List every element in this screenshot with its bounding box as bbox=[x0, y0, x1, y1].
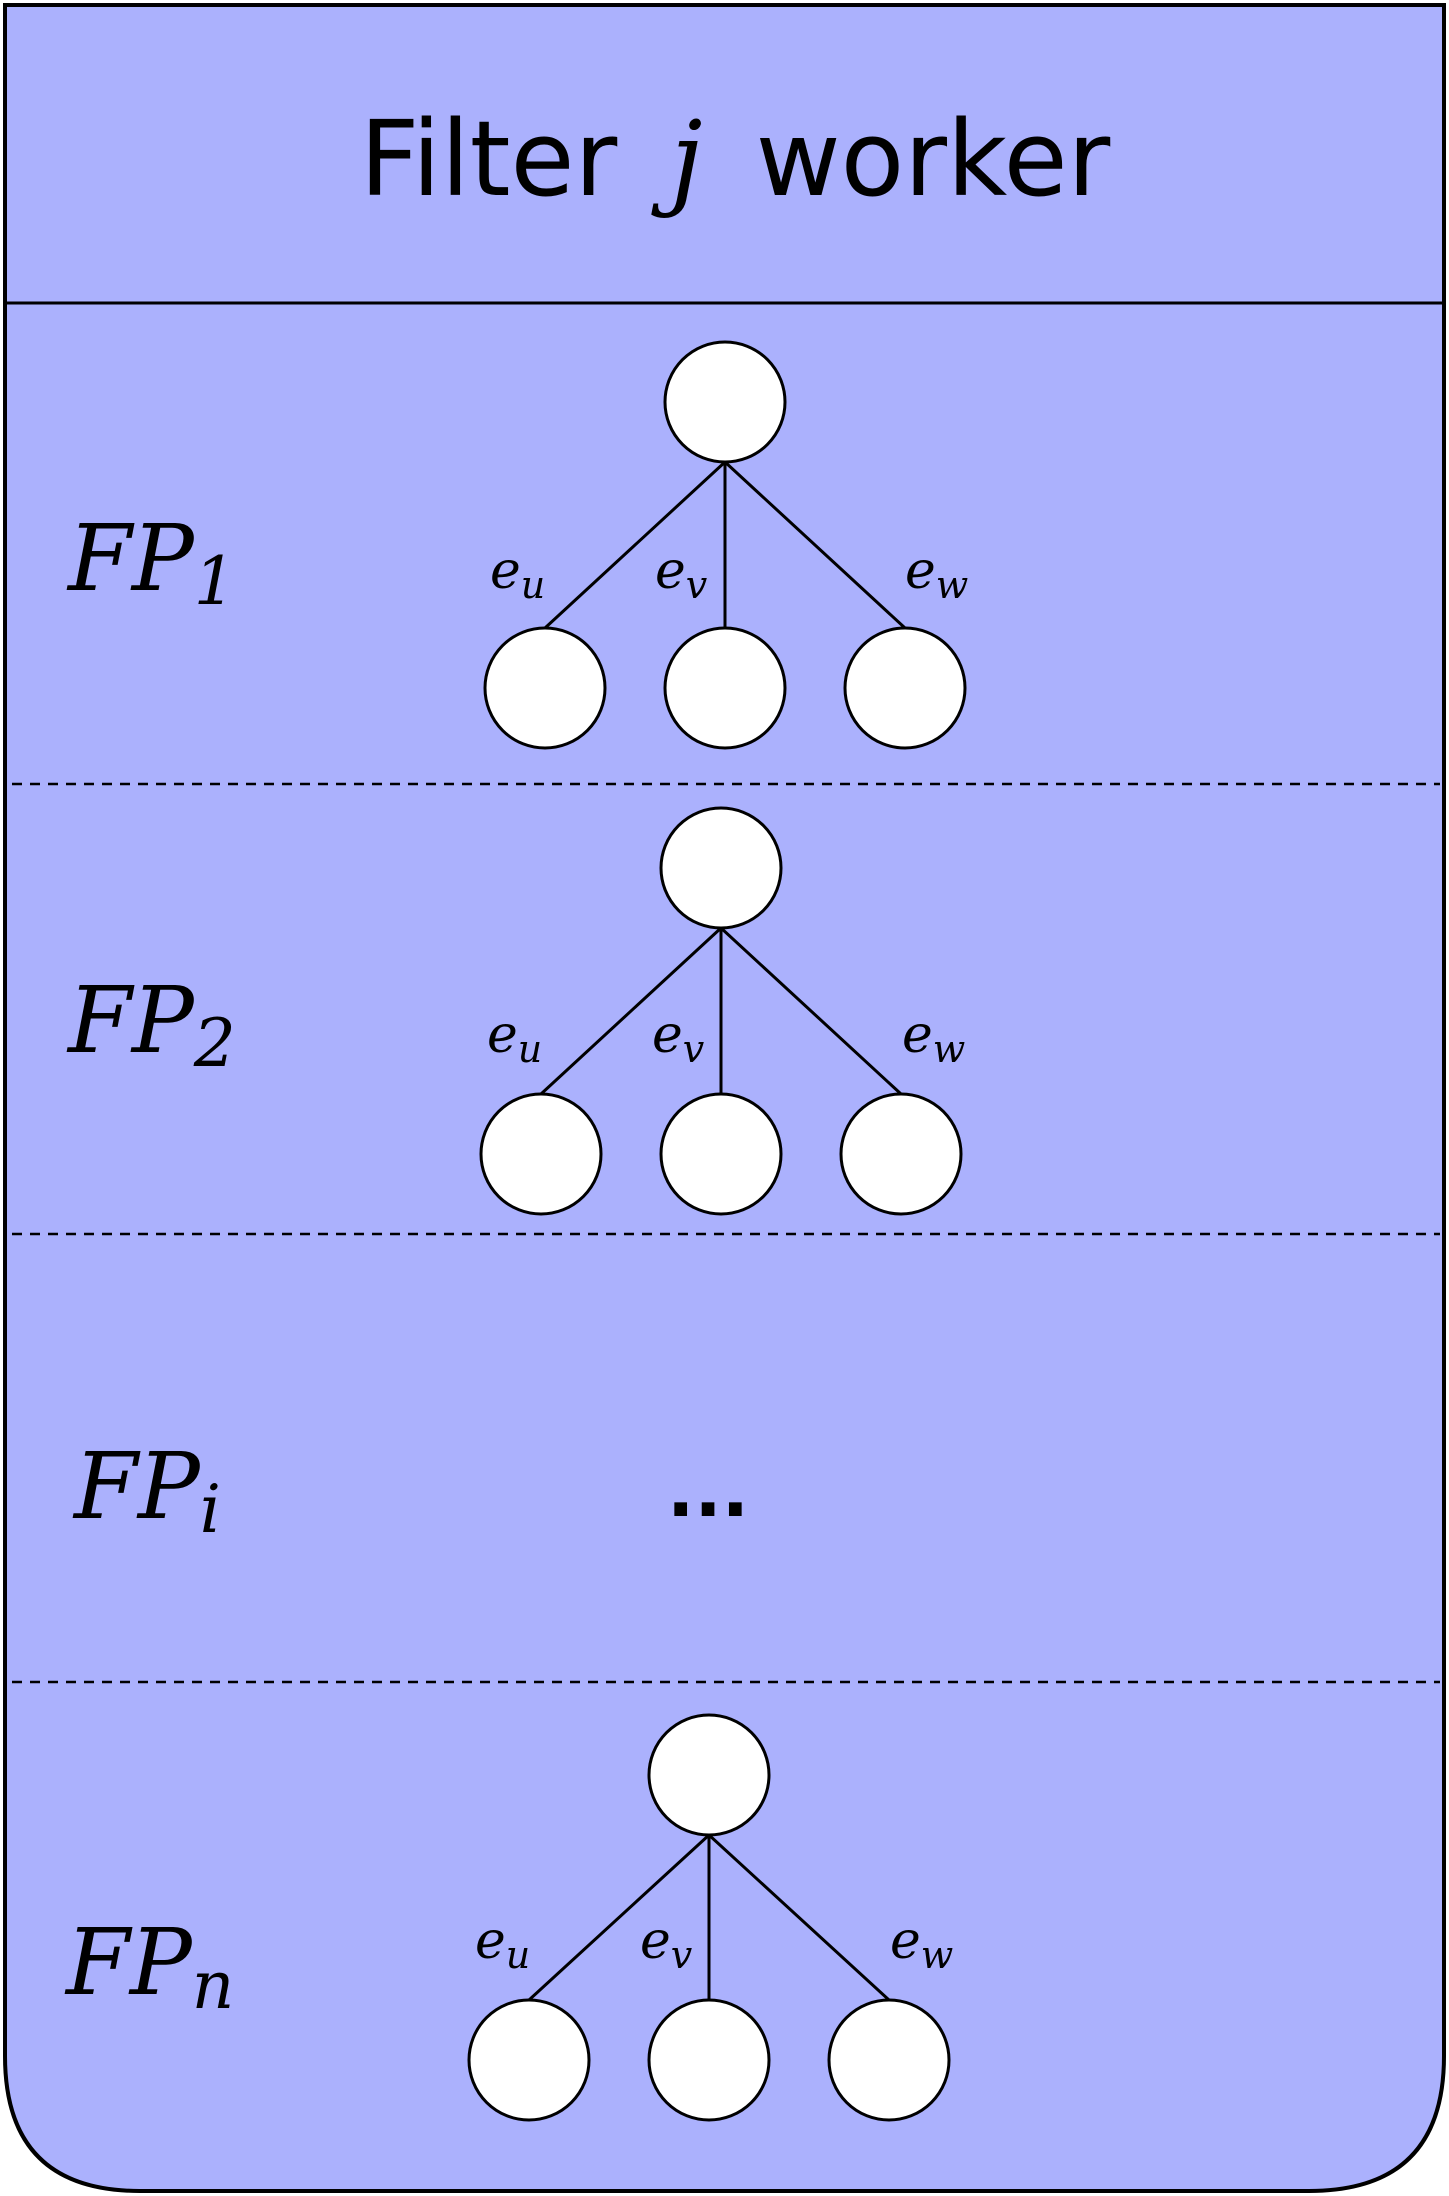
tree-edge bbox=[543, 460, 727, 630]
edge-label: ew bbox=[902, 1005, 965, 1071]
edge-label-main: e bbox=[487, 1005, 518, 1065]
section-label-main: FP bbox=[72, 1433, 202, 1540]
edge-label-main: e bbox=[475, 1911, 506, 1971]
tree-edge bbox=[723, 460, 907, 630]
edge-label-subscript: v bbox=[683, 1027, 705, 1071]
tree-root-node bbox=[647, 1713, 771, 1837]
tree-child-node bbox=[827, 1998, 951, 2122]
section-label: FPn bbox=[64, 1909, 234, 2024]
edge-label: ew bbox=[905, 541, 968, 607]
section-fp-n: FPn eu ev ew bbox=[64, 1713, 953, 2122]
section-label-main: FP bbox=[66, 505, 196, 612]
edge-label: ew bbox=[890, 1911, 953, 1977]
edge-label-subscript: w bbox=[921, 1933, 954, 1977]
section-label: FPi bbox=[72, 1433, 221, 1548]
edge-label-subscript: w bbox=[936, 563, 969, 607]
tree: eu ev ew bbox=[483, 340, 968, 750]
edge-label-main: e bbox=[655, 541, 686, 601]
section-label: FP2 bbox=[66, 967, 236, 1082]
header-title-prefix: Filter bbox=[360, 98, 618, 220]
section-fp-1: FP1 eu ev ew bbox=[66, 340, 968, 750]
edge-label: ev bbox=[640, 1911, 693, 1977]
tree-child-node bbox=[843, 626, 967, 750]
tree-edge bbox=[527, 1833, 711, 2002]
edge-label: eu bbox=[490, 541, 545, 607]
section-label-subscript: 1 bbox=[194, 543, 236, 620]
tree-child-node bbox=[839, 1092, 963, 1216]
tree-child-node bbox=[647, 1998, 771, 2122]
edge-label-main: e bbox=[652, 1005, 683, 1065]
edge-label-subscript: v bbox=[686, 563, 708, 607]
ellipsis-placeholder: ... bbox=[667, 1449, 749, 1533]
edge-label-subscript: v bbox=[671, 1933, 693, 1977]
edge-label: ev bbox=[652, 1005, 705, 1071]
section-label: FP1 bbox=[66, 505, 236, 620]
edge-label: ev bbox=[655, 541, 708, 607]
header: Filter j worker bbox=[5, 98, 1444, 305]
header-title-suffix: worker bbox=[756, 98, 1111, 220]
section-label-subscript: i bbox=[200, 1471, 221, 1548]
tree-edge bbox=[707, 1833, 891, 2002]
section-label-main: FP bbox=[66, 967, 196, 1074]
edge-label-main: e bbox=[640, 1911, 671, 1971]
edge-label-subscript: u bbox=[506, 1933, 530, 1977]
tree-child-node bbox=[483, 626, 607, 750]
tree-child-node bbox=[659, 1092, 783, 1216]
section-fp-i: FPi ... bbox=[72, 1433, 749, 1548]
edge-label-main: e bbox=[890, 1911, 921, 1971]
section-fp-2: FP2 eu ev ew bbox=[66, 806, 965, 1216]
edge-label-main: e bbox=[902, 1005, 933, 1065]
tree-child-node bbox=[479, 1092, 603, 1216]
tree-edge bbox=[539, 926, 723, 1096]
edge-label: eu bbox=[475, 1911, 530, 1977]
edge-label-main: e bbox=[490, 541, 521, 601]
header-title: Filter j worker bbox=[360, 98, 1111, 220]
tree-edge bbox=[719, 926, 903, 1096]
tree: eu ev ew bbox=[479, 806, 965, 1216]
edge-label-subscript: u bbox=[521, 563, 545, 607]
tree-root-node bbox=[663, 340, 787, 464]
section-label-subscript: n bbox=[192, 1947, 235, 2024]
tree-root-node bbox=[659, 806, 783, 930]
edge-label-main: e bbox=[905, 541, 936, 601]
section-label-main: FP bbox=[64, 1909, 194, 2016]
tree-child-node bbox=[467, 1998, 591, 2122]
edge-label: eu bbox=[487, 1005, 542, 1071]
edge-label-subscript: u bbox=[518, 1027, 542, 1071]
tree-child-node bbox=[663, 626, 787, 750]
edge-label-subscript: w bbox=[933, 1027, 966, 1071]
section-label-subscript: 2 bbox=[193, 1005, 236, 1082]
tree: eu ev ew bbox=[467, 1713, 953, 2122]
